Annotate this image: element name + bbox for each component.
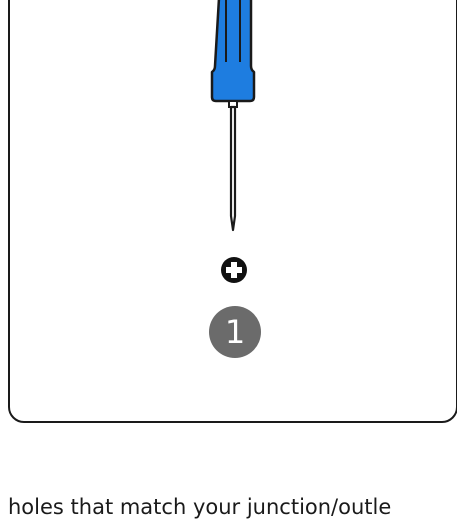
step-number-badge: 1 [209, 306, 261, 358]
plus-icon [221, 257, 247, 283]
screwdriver-icon [212, 0, 254, 230]
instruction-text: holes that match your junction/outle [8, 495, 391, 519]
